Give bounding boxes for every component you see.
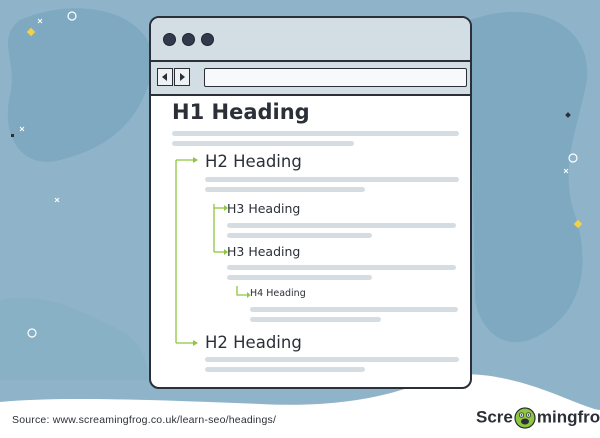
frog-icon: [514, 407, 536, 429]
text-line: [227, 233, 372, 238]
forward-button[interactable]: [174, 68, 190, 86]
text-line: [172, 141, 354, 146]
h2-heading: H2 Heading: [205, 333, 302, 352]
window-dot-icon[interactable]: [201, 33, 214, 46]
text-line: [250, 317, 381, 322]
text-line: [205, 177, 459, 182]
text-line: [227, 223, 456, 228]
source-caption: Source: www.screamingfrog.co.uk/learn-se…: [12, 414, 277, 426]
text-line: [250, 307, 458, 312]
h4-heading: H4 Heading: [250, 288, 306, 299]
window-dot-icon[interactable]: [182, 33, 195, 46]
logo-text-prefix: Scre: [476, 407, 513, 427]
text-line: [227, 265, 456, 270]
browser-window: H1 Heading H2 Heading H3 Heading H3 Head…: [149, 16, 472, 389]
text-line: [172, 131, 459, 136]
h3-heading: H3 Heading: [227, 201, 301, 216]
window-dot-icon[interactable]: [163, 33, 176, 46]
address-bar-input[interactable]: [204, 68, 467, 87]
browser-titlebar: [151, 18, 470, 62]
screaming-frog-logo: Scre mingfrog: [476, 407, 600, 429]
text-line: [227, 275, 372, 280]
logo-text-suffix: mingfrog: [536, 407, 600, 427]
arrow-right-icon: [180, 73, 185, 81]
h3-heading: H3 Heading: [227, 244, 301, 259]
text-line: [205, 187, 365, 192]
text-line: [205, 357, 459, 362]
text-line: [205, 367, 365, 372]
arrow-left-icon: [162, 73, 167, 81]
h1-heading: H1 Heading: [172, 100, 310, 124]
back-button[interactable]: [157, 68, 173, 86]
browser-toolbar: [151, 62, 470, 96]
h2-heading: H2 Heading: [205, 152, 302, 171]
